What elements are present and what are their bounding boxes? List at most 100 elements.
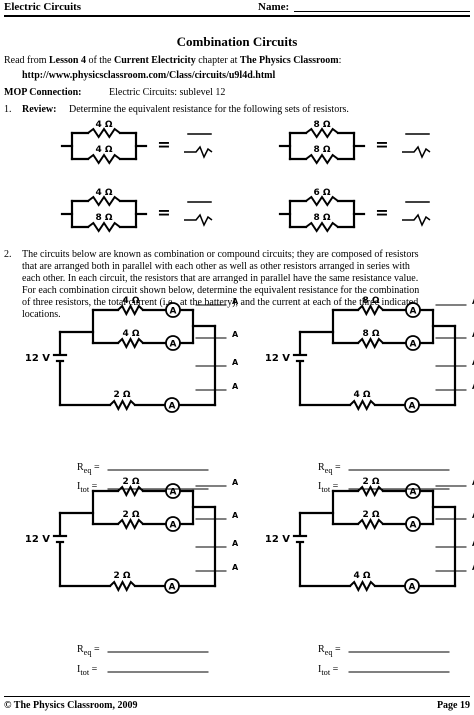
resistor (117, 484, 144, 498)
q2-line: that are arranged both in parallel with … (22, 261, 410, 272)
resistor-bottom (305, 153, 339, 165)
ammeter-label: A (409, 402, 416, 412)
resistor (357, 517, 384, 531)
resistor-top-label: 6 Ω (313, 188, 330, 198)
q1-number: 1. (4, 104, 12, 115)
amps-unit: A (232, 511, 239, 520)
ammeter (165, 483, 181, 499)
resistor-label: 8 Ω (362, 329, 379, 339)
ammeter (405, 483, 421, 499)
q2-line: locations. (22, 309, 61, 320)
resistor (117, 517, 144, 531)
resistor (109, 398, 136, 412)
resistor-label: 8 Ω (362, 296, 379, 306)
amps-unit: A (472, 478, 474, 487)
page-header: Electric Circuits Name: (4, 0, 470, 14)
ammeter (164, 397, 180, 413)
q2-line: of three resistors, the total current (i… (22, 297, 419, 308)
amps-unit: A (472, 358, 474, 367)
resistor-label: 2 Ω (113, 571, 130, 581)
resistor-label: 4 Ω (353, 571, 370, 581)
ammeter (164, 578, 180, 594)
ammeter-label: A (170, 340, 177, 350)
resistor-symbol (184, 145, 213, 159)
ammeter-label: A (170, 521, 177, 531)
resistor-bottom-label: 8 Ω (313, 213, 330, 223)
mop-label: MOP Connection: (4, 87, 82, 98)
resistor-label: 4 Ω (122, 329, 139, 339)
resistor-top-label: 4 Ω (95, 120, 112, 130)
intro-line: Read from Lesson 4 of the Current Electr… (4, 55, 341, 67)
req-label: Req = (77, 644, 100, 657)
itot-label: Itot = (318, 481, 339, 494)
header-section: Electric Circuits (4, 1, 82, 13)
q2-text: The circuits below are known as combinat… (22, 249, 419, 321)
equals-sign: = (375, 203, 388, 222)
itot-label: Itot = (77, 481, 98, 494)
resistor-label: 2 Ω (122, 510, 139, 520)
ammeter (404, 578, 420, 594)
mop-value: Electric Circuits: sublevel 12 (109, 87, 226, 98)
amps-unit: A (232, 478, 239, 487)
amps-unit: A (472, 330, 474, 339)
ammeter-label: A (170, 488, 177, 498)
amps-unit: A (232, 539, 239, 548)
resistor-bottom (305, 221, 339, 233)
resistor-top (87, 195, 121, 207)
resistor (117, 336, 144, 350)
q2-line: each other. In each circuit, the resisto… (22, 273, 419, 284)
footer-page-number: Page 19 (436, 700, 470, 711)
battery-voltage: 12 V (265, 353, 290, 364)
amps-unit: A (472, 382, 474, 391)
req-label: Req = (77, 462, 100, 475)
amps-unit: A (232, 330, 239, 339)
ammeter (405, 302, 421, 318)
page-title: Combination Circuits (176, 34, 298, 49)
resistor-label: 4 Ω (122, 296, 139, 306)
resistor-top (87, 127, 121, 139)
resistor-label: 2 Ω (113, 390, 130, 400)
resistor (349, 579, 376, 593)
resistor-symbol (402, 145, 431, 159)
resistor-bottom-label: 4 Ω (95, 145, 112, 155)
resistor (117, 303, 144, 317)
q2-line: The circuits below are known as combinat… (22, 249, 419, 260)
resistor-symbol (184, 213, 213, 227)
intro-url[interactable]: http://www.physicsclassroom.com/Class/ci… (22, 70, 276, 81)
req-label: Req = (318, 462, 341, 475)
ammeter-label: A (170, 307, 177, 317)
q2-line: For each combination circuit shown below… (22, 285, 420, 296)
ammeter-label: A (410, 488, 417, 498)
intro-text: of the (85, 55, 114, 66)
amps-unit: A (232, 382, 239, 391)
ammeter (165, 335, 181, 351)
resistor (357, 484, 384, 498)
resistor (349, 398, 376, 412)
resistor-bottom (87, 153, 121, 165)
resistor-top (305, 127, 339, 139)
amps-unit: A (232, 563, 239, 572)
ammeter-label: A (169, 402, 176, 412)
resistor (109, 579, 136, 593)
equals-sign: = (157, 135, 170, 154)
itot-label: Itot = (318, 664, 339, 677)
intro-text: : (338, 55, 342, 66)
amps-unit: A (232, 297, 239, 306)
equals-sign: = (157, 203, 170, 222)
resistor-bottom-label: 8 Ω (95, 213, 112, 223)
equals-sign: = (375, 135, 388, 154)
ammeter-label: A (409, 583, 416, 593)
intro-chapter: Current Electricity (114, 55, 196, 66)
ammeter (405, 335, 421, 351)
amps-unit: A (472, 511, 474, 520)
resistor-top (305, 195, 339, 207)
req-label: Req = (318, 644, 341, 657)
name-label: Name: (258, 1, 290, 13)
ammeter-label: A (169, 583, 176, 593)
name-blank[interactable] (294, 11, 470, 12)
ammeter (165, 516, 181, 532)
header-rule (4, 15, 470, 17)
q1-label: Review: (22, 104, 57, 115)
intro-lesson: Lesson 4 (49, 55, 86, 66)
